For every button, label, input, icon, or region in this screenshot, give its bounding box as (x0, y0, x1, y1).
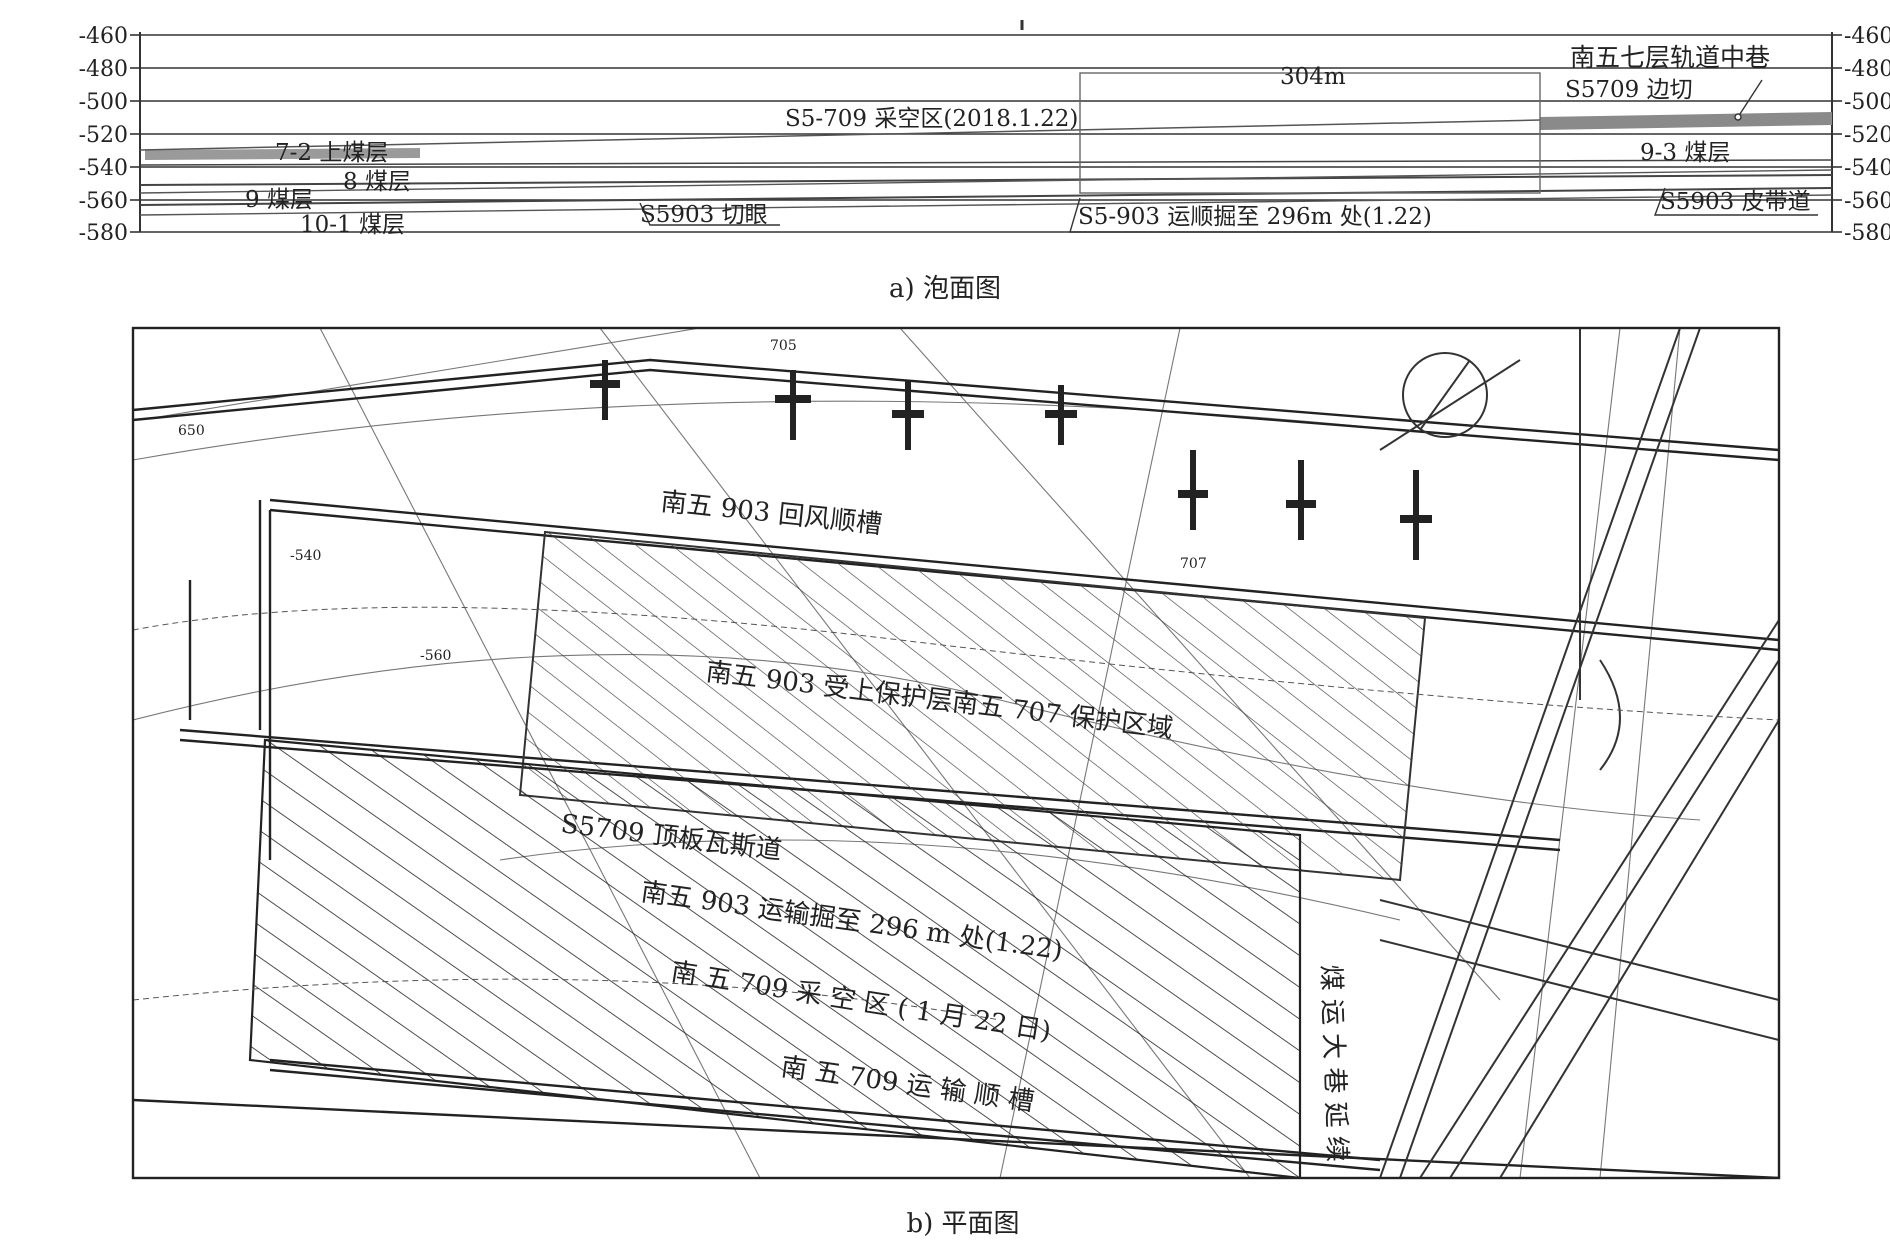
caption-section: a) 泡面图 (889, 274, 1001, 304)
plan-diagram: 南五 903 回风顺槽 南五 903 受上保护层南五 707 保护区域 S570… (131, 326, 1781, 1180)
drill-holes (590, 360, 1432, 560)
plan-main-roadways (1379, 328, 1779, 1178)
y-tick-left-520: -520 (79, 123, 128, 148)
label-haul-296: S5-903 运顺掘至 296m 处(1.22) (1078, 204, 1432, 230)
seam-slope-line-4 (139, 187, 1833, 206)
belt-leader (1653, 187, 1818, 216)
plan-frame (131, 326, 1781, 1180)
seam-slope-line-5 (139, 194, 1833, 216)
label-seam-93: 9-3 煤层 (1640, 140, 1730, 166)
label-705: 705 (770, 338, 797, 354)
seam-right-band (1540, 112, 1832, 130)
label-goaf: S5-709 采空区(2018.1.22) (785, 106, 1078, 132)
y-tick-right-480: -480 (1844, 57, 1890, 82)
seam-72-band (145, 148, 420, 160)
label-seam-101: 10-1 煤层 (300, 212, 405, 238)
seam-upper-line (139, 119, 1541, 151)
label-seam-8: 8 煤层 (343, 169, 411, 195)
label-coal-roadway: 煤 运 大 巷 延 续 (1315, 964, 1352, 1162)
label-650: 650 (178, 423, 205, 439)
seam-slope-line-3 (139, 169, 1833, 194)
edge-leader (1737, 79, 1763, 118)
edge-leader-dot (1734, 113, 1742, 121)
y-tick-left-480: -480 (79, 57, 128, 82)
label-seam-9: 9 煤层 (245, 187, 313, 213)
caption-plan: b) 平面图 (906, 1209, 1020, 1239)
label-return-airway: 南五 903 回风顺槽 (659, 487, 883, 540)
label-minus-560: -560 (420, 648, 451, 664)
y-tick-right-520: -520 (1844, 123, 1890, 148)
north-arrow-icon (1379, 352, 1521, 451)
section-diagram: -460 -480 -500 -520 -540 -560 -580 -460 … (79, 20, 1890, 240)
seam-slope-line-1 (139, 159, 1833, 166)
goaf-area (248, 738, 1302, 1178)
label-track-lane: 南五七层轨道中巷 (1570, 43, 1770, 72)
label-belt-road: S5903 皮带道 (1660, 189, 1811, 215)
label-304m: 304m (1280, 64, 1346, 90)
label-edge-cut: S5709 边切 (1565, 77, 1693, 103)
y-tick-right-460: -460 (1844, 24, 1890, 49)
y-tick-left-500: -500 (79, 90, 128, 115)
y-tick-right-540: -540 (1844, 156, 1890, 181)
seam-slope-line-2 (139, 174, 1833, 186)
y-tick-left-560: -560 (79, 189, 128, 214)
label-minus-540: -540 (290, 548, 321, 564)
y-tick-left-540: -540 (79, 156, 128, 181)
y-tick-right-580: -580 (1844, 221, 1890, 240)
y-tick-left-580: -580 (79, 221, 128, 240)
label-cut-eye: S5903 切眼 (640, 202, 768, 228)
span-304m-box (1079, 72, 1541, 194)
label-seam-72: 7-2 上煤层 (275, 140, 388, 166)
section-seams (139, 112, 1833, 216)
section-ticks (130, 34, 1842, 233)
y-tick-left-460: -460 (79, 24, 128, 49)
y-tick-right-500: -500 (1844, 90, 1890, 115)
section-level-lines (140, 34, 1832, 233)
haul-leader (1069, 197, 1480, 233)
y-tick-right-560: -560 (1844, 189, 1890, 214)
cut-leader (639, 202, 780, 226)
label-707: 707 (1180, 556, 1207, 572)
